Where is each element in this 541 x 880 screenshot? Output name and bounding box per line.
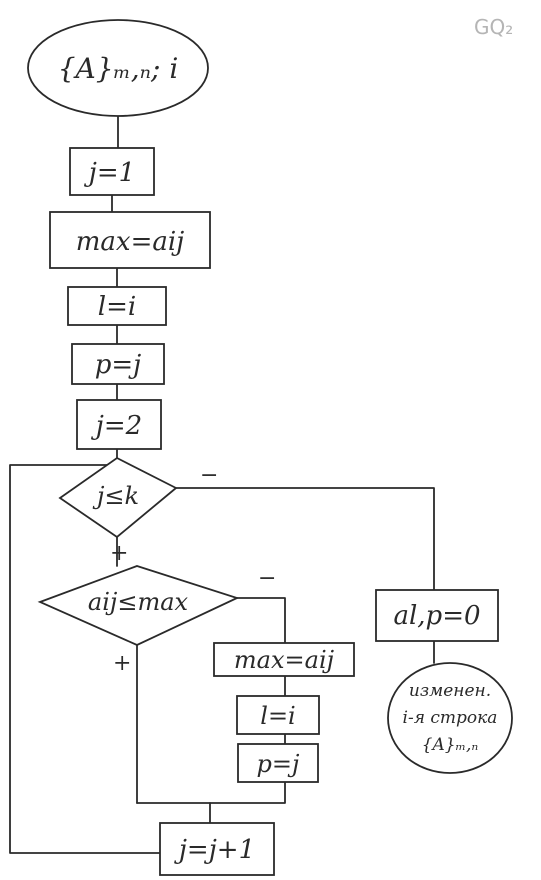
cond-a-true-label: + — [113, 651, 131, 676]
zero-label: al,p=0 — [393, 601, 480, 631]
cond-a-false-label: − — [258, 566, 276, 591]
max-init-label: max=aij — [76, 227, 184, 257]
max-init-box: max=aij — [49, 211, 211, 269]
cond-a-diamond: aij≤max — [37, 565, 240, 646]
l-init-label: l=i — [98, 292, 136, 322]
cond-j-true-label: + — [110, 541, 128, 566]
j1-label: j=1 — [84, 158, 135, 188]
j2-label: j=2 — [91, 411, 142, 441]
p-init-label: p=j — [95, 350, 142, 380]
l-upd-label: l=i — [260, 702, 295, 730]
p-init-box: p=j — [71, 343, 165, 385]
cond-a-label: aij≤max — [88, 588, 189, 616]
cond-j-diamond: j≤k — [58, 456, 178, 539]
p-upd-label: p=j — [257, 750, 300, 778]
j2-box: j=2 — [76, 399, 162, 450]
end-line3: {A}ₘ,ₙ — [422, 735, 479, 755]
zero-box: al,p=0 — [375, 589, 499, 642]
end-node: изменен. i-я строка {A}ₘ,ₙ — [387, 662, 513, 774]
end-line1: изменен. — [409, 681, 491, 701]
cond-j-false-label: − — [200, 463, 218, 488]
p-upd-box: p=j — [237, 743, 319, 783]
end-line2: i-я строка — [403, 708, 498, 728]
l-init-box: l=i — [67, 286, 167, 326]
cond-j-label: j≤k — [92, 482, 139, 510]
max-upd-label: max=aij — [234, 646, 335, 674]
max-upd-box: max=aij — [213, 642, 355, 677]
start-node: {A}ₘ,ₙ; i — [27, 19, 209, 117]
corner-mark: GQ₂ — [474, 15, 513, 39]
start-label: {A}ₘ,ₙ; i — [58, 52, 179, 85]
j-inc-box: j=j+1 — [159, 822, 275, 876]
j-inc-label: j=j+1 — [174, 835, 255, 865]
j1-box: j=1 — [69, 147, 155, 196]
l-upd-box: l=i — [236, 695, 320, 735]
connectors — [9, 115, 435, 854]
